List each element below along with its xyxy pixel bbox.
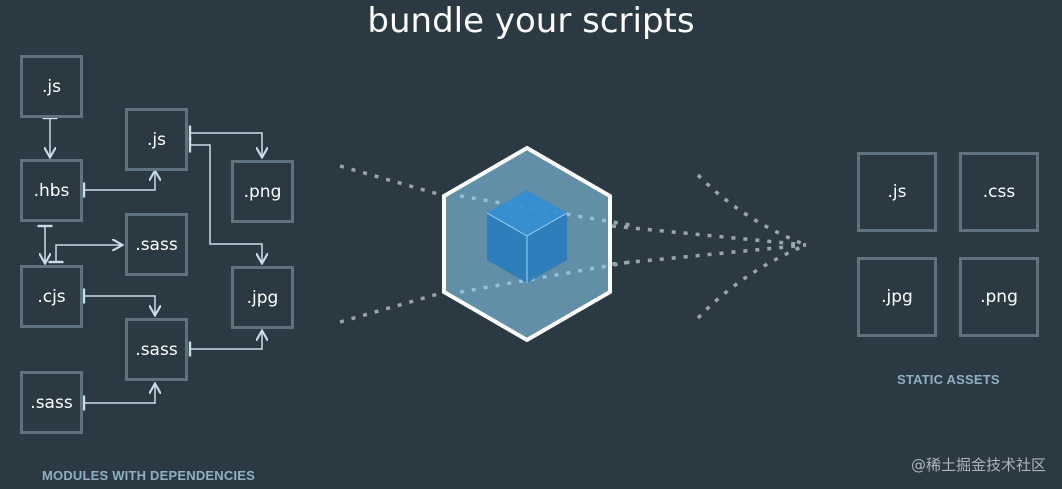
module-sass-bottom: .sass [20,371,83,434]
assets-caption: STATIC ASSETS [897,372,1000,387]
module-sass-middle: .sass [125,213,188,276]
webpack-cube-icon [442,145,612,343]
page-title: bundle your scripts [367,1,695,41]
module-cjs: .cjs [20,265,83,328]
asset-css: .css [959,152,1039,232]
module-png: .png [231,160,294,223]
dependency-arrows [45,118,262,403]
asset-png: .png [959,257,1039,337]
module-hbs: .hbs [20,159,83,222]
module-js-top: .js [20,55,83,118]
asset-js: .js [857,152,937,232]
module-js-middle: .js [125,108,188,171]
watermark: @稀土掘金技术社区 [910,456,1046,474]
asset-jpg: .jpg [857,257,937,337]
module-jpg: .jpg [231,266,294,329]
module-sass-lower: .sass [125,318,188,381]
modules-caption: MODULES WITH DEPENDENCIES [42,468,256,483]
